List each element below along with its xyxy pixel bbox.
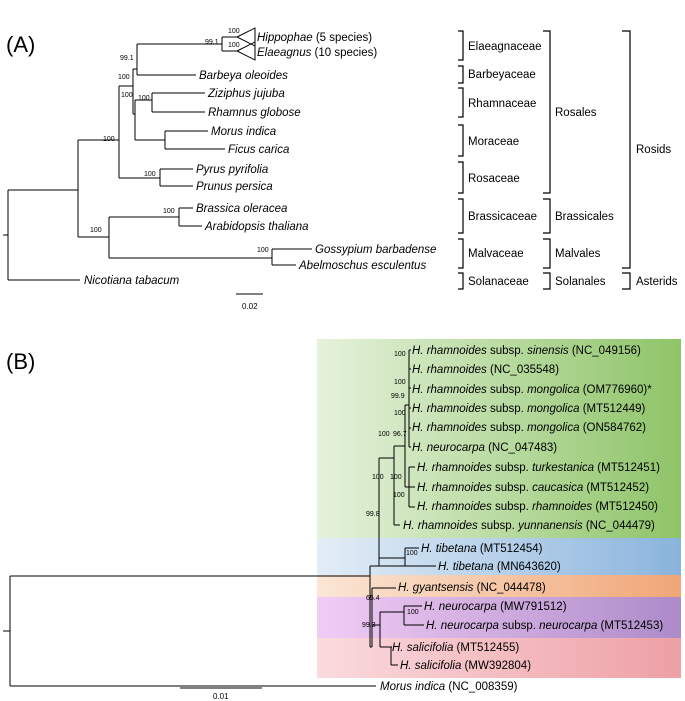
support-value: 99.1 — [205, 39, 219, 46]
support-value: 100 — [90, 227, 102, 234]
taxon-label: Elaeagnus (10 species) — [257, 47, 377, 59]
support-value: 100 — [138, 95, 150, 102]
taxon-label: Pyrus pyrifolia — [196, 164, 268, 176]
support-value: 100 — [394, 379, 406, 386]
panel-a-support-values: 100 100 99.1 99.1 100 100 100 100 100 10… — [90, 28, 269, 254]
support-value: 65.4 — [366, 595, 380, 602]
clade-bg-purple — [317, 597, 681, 638]
support-value: 99.8 — [366, 511, 380, 518]
taxon-label: H. neurocarpa subsp. neurocarpa (MT51245… — [426, 620, 663, 632]
taxon-label: H. salicifolia (MW392804) — [400, 660, 531, 672]
taxon-label: Hippophae (5 species) — [257, 32, 372, 44]
taxon-label: H. rhamnoides subsp. mongolica (OM776960… — [412, 384, 652, 396]
taxon-label: Nicotiana tabacum — [84, 275, 180, 287]
taxon-label: Ziziphus jujuba — [207, 88, 285, 100]
panel-a-taxa: Hippophae (5 species) Elaeagnus (10 spec… — [84, 32, 436, 287]
taxon-label: Morus indica — [211, 126, 276, 138]
taxon-label: H. tibetana (MT512454) — [421, 543, 543, 555]
support-value: 100 — [406, 550, 418, 557]
support-value: 100 — [407, 609, 419, 616]
family-label: Elaeagnaceae — [468, 41, 542, 53]
support-value: 100 — [121, 92, 133, 99]
scale-label: 0.01 — [213, 692, 229, 701]
support-value: 96.7 — [393, 431, 407, 438]
taxon-label: H. rhamnoides subsp. rhamnoides (MT51245… — [417, 501, 658, 513]
taxon-label: Prunus persica — [196, 181, 273, 193]
panel-b-scale-bar: 0.01 — [180, 687, 262, 701]
taxon-label: H. tibetana (MN643620) — [438, 561, 561, 573]
taxon-label: H. rhamnoides (NC_035548) — [412, 364, 559, 376]
clade-bg-orange — [317, 575, 681, 597]
taxon-label: Brassica oleracea — [196, 203, 287, 215]
panel-b-support-values: 100 100 99.9 100 100 96.7 100 100 100 99… — [362, 351, 419, 629]
taxon-label: Morus indica (NC_008359) — [380, 681, 518, 693]
support-value: 100 — [103, 136, 115, 143]
panel-b: (B) — [3, 339, 681, 701]
panel-a-family-brackets: Elaeagnaceae Barbeyaceae Rhamnaceae Mora… — [458, 30, 542, 290]
taxon-label: Gossypium barbadense — [315, 244, 436, 256]
panel-a-label: (A) — [6, 32, 35, 57]
taxon-label: H. rhamnoides subsp. turkestanica (MT512… — [417, 462, 660, 474]
taxon-label: Rhamnus globose — [208, 107, 301, 119]
panel-a: (A) — [3, 27, 678, 311]
taxon-label: H. neurocarpa (NC_047483) — [412, 442, 557, 454]
taxon-label: H. rhamnoides subsp. caucasica (MT512452… — [417, 482, 649, 494]
taxon-label: Arabidopsis thaliana — [204, 221, 309, 233]
taxon-label: H. gyantsensis (NC_044478) — [398, 582, 546, 594]
panel-b-taxa: H. rhamnoides subsp. sinensis (NC_049156… — [380, 345, 663, 693]
family-label: Brassicaceae — [468, 211, 537, 223]
panel-a-tree — [3, 27, 312, 281]
support-value: 100 — [390, 474, 402, 481]
taxon-label: H. rhamnoides subsp. sinensis (NC_049156… — [412, 345, 641, 357]
support-value: 100 — [228, 28, 240, 35]
support-value: 100 — [257, 247, 269, 254]
panel-a-order-brackets: Rosales Brassicales Malvales Solanales — [543, 30, 614, 290]
panel-b-label: (B) — [6, 349, 35, 374]
taxon-label: Abelmoschus esculentus — [298, 260, 426, 272]
taxon-label: Ficus carica — [228, 144, 289, 156]
taxon-label: H. rhamnoides subsp. mongolica (ON584762… — [412, 422, 646, 434]
taxon-label: H. rhamnoides subsp. yunnanensis (NC_044… — [403, 520, 655, 532]
support-value: 100 — [144, 171, 156, 178]
family-label: Rosaceae — [468, 173, 520, 185]
order-label: Solanales — [555, 276, 606, 288]
family-label: Rhamnaceae — [468, 98, 536, 110]
support-value: 100 — [163, 208, 175, 215]
family-label: Moraceae — [468, 136, 519, 148]
clade-label: Rosids — [636, 144, 671, 156]
panel-a-clade-brackets: Rosids Asterids — [622, 30, 678, 290]
family-label: Malvaceae — [468, 248, 524, 260]
support-value: 99.9 — [391, 393, 405, 400]
scale-label: 0.02 — [242, 302, 258, 311]
clade-bg-blue — [317, 538, 681, 575]
clade-label: Asterids — [636, 276, 678, 288]
panel-b-tree — [3, 349, 436, 687]
family-label: Solanaceae — [468, 276, 529, 288]
taxon-label: H. rhamnoides subsp. mongolica (MT512449… — [412, 403, 646, 415]
order-label: Rosales — [555, 107, 597, 119]
support-value: 100 — [118, 74, 130, 81]
support-value: 100 — [394, 410, 406, 417]
support-value: 100 — [372, 474, 384, 481]
family-label: Barbeyaceae — [468, 69, 536, 81]
support-value: 100 — [394, 351, 406, 358]
panel-b-clade-backgrounds — [317, 339, 681, 678]
taxon-label: H. neurocarpa (MW791512) — [424, 601, 567, 613]
order-label: Brassicales — [555, 211, 614, 223]
support-value: 99.1 — [120, 55, 134, 62]
support-value: 100 — [228, 42, 240, 49]
taxon-label: H. salicifolia (MT512455) — [392, 642, 519, 654]
order-label: Malvales — [555, 248, 601, 260]
clade-bg-green — [317, 339, 681, 538]
panel-a-scale-bar: 0.02 — [236, 293, 263, 311]
support-value: 99.3 — [362, 622, 376, 629]
clade-bg-pink — [317, 638, 681, 678]
support-value: 100 — [393, 492, 405, 499]
support-value: 100 — [378, 431, 390, 438]
taxon-label: Barbeya oleoides — [199, 70, 288, 82]
